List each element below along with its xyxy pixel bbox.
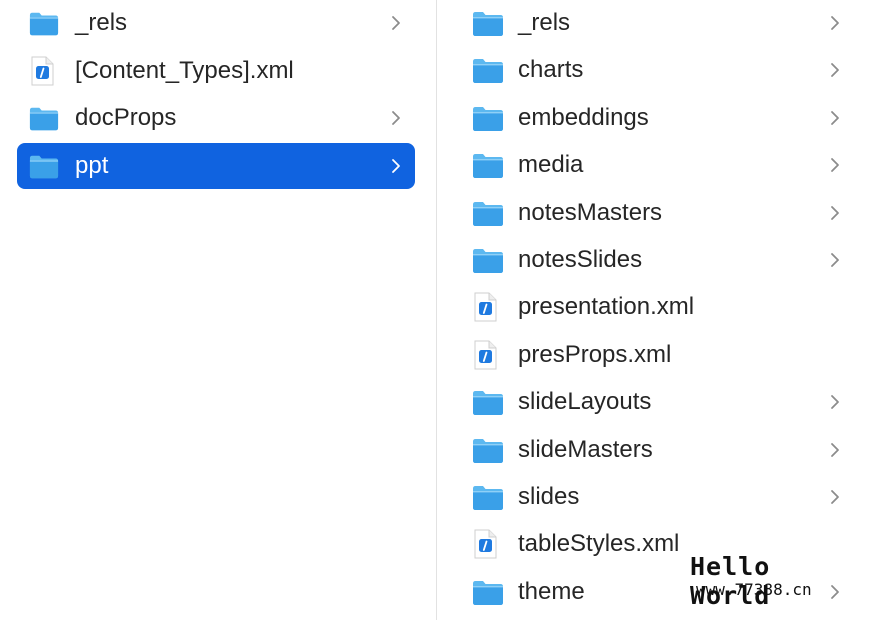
finder-item-tablestyles-xml[interactable]: tableStyles.xml: [468, 521, 846, 567]
xml-file-icon: [468, 332, 510, 378]
chevron-right-icon: [824, 107, 846, 129]
watermark: Hello World www.77388.cn: [688, 552, 848, 610]
chevron-right-icon: [385, 107, 407, 129]
finder-item-charts[interactable]: charts: [468, 47, 846, 93]
folder-icon: [468, 95, 510, 141]
finder-item-docprops[interactable]: docProps: [17, 95, 415, 141]
folder-icon: [468, 190, 510, 236]
chevron-right-icon: [385, 155, 407, 177]
xml-file-icon: [468, 284, 510, 330]
item-label: notesSlides: [518, 246, 643, 273]
finder-item-ppt[interactable]: ppt: [17, 142, 415, 189]
chevron-right-icon: [824, 391, 846, 413]
finder-item-presentation-xml[interactable]: presentation.xml: [468, 284, 846, 330]
folder-icon: [468, 569, 510, 615]
finder-item-notesmasters[interactable]: notesMasters: [468, 190, 846, 236]
item-label: presentation.xml: [518, 293, 695, 321]
parent-folder-column: _rels [Content_Types].xml docProps ppt: [17, 0, 415, 189]
item-label: ppt: [75, 151, 109, 179]
folder-icon: [468, 379, 510, 425]
chevron-right-icon: [385, 12, 407, 34]
item-label: slides: [518, 483, 580, 510]
item-label: tableStyles.xml: [518, 530, 680, 558]
xml-file-icon: [468, 521, 510, 567]
finder-item-content-types-xml[interactable]: [Content_Types].xml: [17, 48, 415, 94]
watermark-title: Hello World: [690, 552, 771, 610]
chevron-right-icon: [824, 59, 846, 81]
item-label: docProps: [75, 104, 177, 131]
item-label: _rels: [518, 9, 571, 36]
folder-icon: [468, 237, 510, 283]
finder-item-media[interactable]: media: [468, 142, 846, 188]
item-label: notesMasters: [518, 198, 663, 226]
finder-item-rels[interactable]: _rels: [468, 0, 846, 46]
folder-icon: [468, 0, 510, 46]
item-label: theme: [518, 577, 585, 605]
column-divider[interactable]: [436, 0, 437, 620]
chevron-right-icon: [824, 12, 846, 34]
finder-item-slidelayouts[interactable]: slideLayouts: [468, 379, 846, 425]
chevron-right-icon: [824, 249, 846, 271]
chevron-right-icon: [824, 486, 846, 508]
folder-icon: [17, 0, 59, 46]
watermark-url: www.77388.cn: [696, 580, 812, 599]
folder-icon: [17, 143, 59, 189]
item-label: [Content_Types].xml: [75, 56, 294, 84]
folder-icon: [468, 474, 510, 520]
item-label: charts: [518, 56, 584, 84]
chevron-right-icon: [824, 154, 846, 176]
chevron-right-icon: [824, 581, 846, 603]
finder-item-slides[interactable]: slides: [468, 474, 846, 520]
finder-item-presprops-xml[interactable]: presProps.xml: [468, 332, 846, 378]
finder-item-notesslides[interactable]: notesSlides: [468, 237, 846, 283]
item-label: presProps.xml: [518, 340, 672, 368]
item-label: media: [518, 151, 584, 179]
finder-item-theme[interactable]: theme: [468, 569, 846, 615]
folder-icon: [468, 47, 510, 93]
folder-icon: [468, 142, 510, 188]
item-label: embeddings: [518, 103, 649, 131]
folder-icon: [468, 427, 510, 473]
finder-item-rels[interactable]: _rels: [17, 0, 415, 46]
item-label: slideLayouts: [518, 388, 652, 416]
chevron-right-icon: [824, 439, 846, 461]
item-label: _rels: [75, 9, 128, 36]
folder-icon: [17, 95, 59, 141]
item-label: slideMasters: [518, 435, 653, 463]
finder-item-slidemasters[interactable]: slideMasters: [468, 427, 846, 473]
chevron-right-icon: [824, 202, 846, 224]
xml-file-icon: [17, 48, 59, 94]
finder-item-embeddings[interactable]: embeddings: [468, 95, 846, 141]
